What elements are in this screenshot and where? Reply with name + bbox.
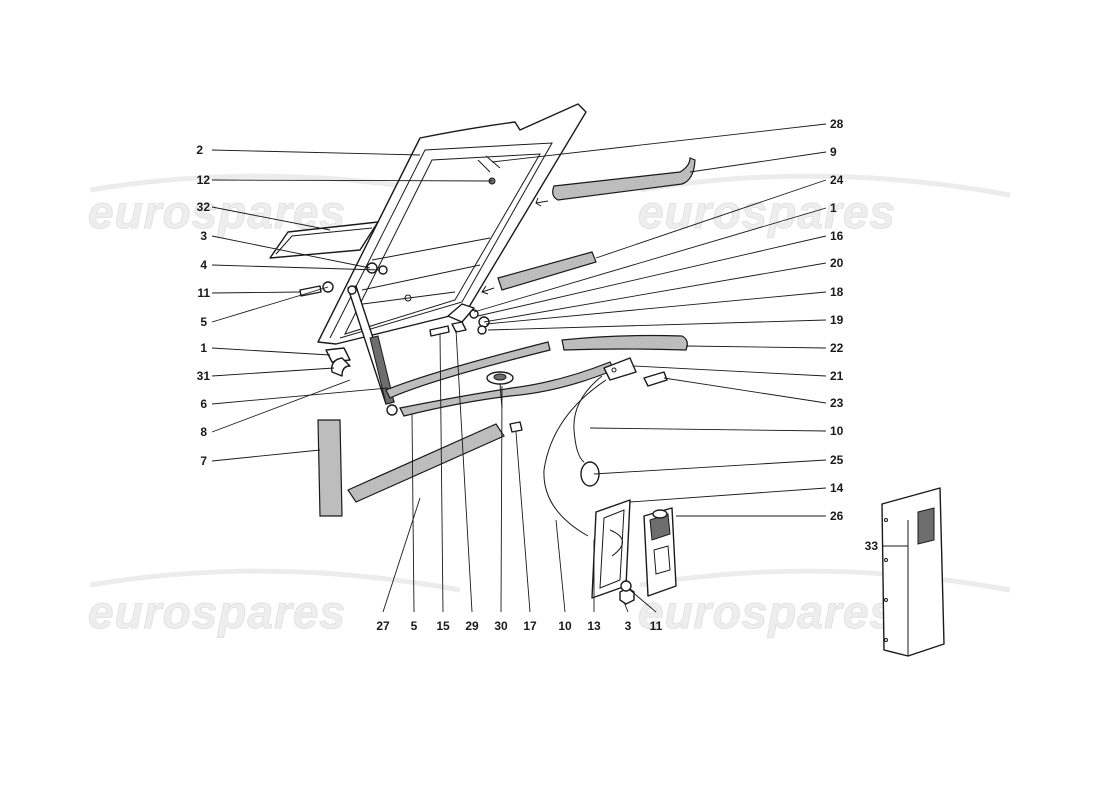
seal-strip-upper xyxy=(535,157,696,207)
leader-lines xyxy=(211,123,908,613)
watermark-bottom-left: eurospares xyxy=(88,568,461,639)
watermark-text: eurospares xyxy=(638,586,896,638)
callout-label: 11 xyxy=(197,286,210,300)
callout-label: 18 xyxy=(830,285,844,299)
side-panel xyxy=(881,487,945,657)
callout-label: 2 xyxy=(196,143,203,157)
callout-label: 12 xyxy=(197,173,211,187)
callout-label: 5 xyxy=(411,619,418,633)
watermark-text: eurospares xyxy=(88,586,346,638)
callout-label: 27 xyxy=(376,619,390,633)
callout-label: 7 xyxy=(200,454,207,468)
front-seal-curves xyxy=(385,334,688,417)
latch-hook xyxy=(603,357,668,387)
callout-label: 28 xyxy=(830,117,844,131)
watermark-text: eurospares xyxy=(88,186,346,238)
hinge-washers xyxy=(366,262,388,275)
callout-label: 15 xyxy=(436,619,450,633)
watermark-bottom-right: eurospares xyxy=(638,568,1011,639)
callout-label: 31 xyxy=(197,369,211,383)
watermark-top-left: eurospares xyxy=(88,173,461,239)
callout-label: 17 xyxy=(523,619,537,633)
callout-label: 33 xyxy=(865,539,879,553)
callout-label: 5 xyxy=(200,315,207,329)
hinge-bracket-left xyxy=(325,347,351,377)
seal-strip-middle xyxy=(481,251,597,295)
callout-label: 14 xyxy=(830,481,844,495)
callout-label: 21 xyxy=(830,369,844,383)
callout-label: 4 xyxy=(200,258,207,272)
release-handle xyxy=(643,507,677,597)
callout-label: 9 xyxy=(830,145,837,159)
nut-washer-lower xyxy=(619,580,635,605)
callout-label: 16 xyxy=(830,229,844,243)
callout-label: 3 xyxy=(625,619,632,633)
callout-label: 1 xyxy=(830,201,837,215)
callout-labels-right: 28 9 24 1 16 20 18 19 22 21 23 10 25 14 … xyxy=(830,117,878,553)
callout-label: 24 xyxy=(830,173,844,187)
side-rail xyxy=(269,221,379,259)
release-cable xyxy=(543,375,607,537)
callout-label: 22 xyxy=(830,341,844,355)
callout-label: 26 xyxy=(830,509,844,523)
callout-labels-left: 2 12 32 3 4 11 5 1 31 6 8 7 xyxy=(196,143,210,468)
callout-labels-bottom: 27 5 15 29 30 17 10 13 3 11 xyxy=(376,619,662,633)
callout-label: 1 xyxy=(200,341,207,355)
callout-label: 20 xyxy=(830,256,844,270)
watermark-top-right: eurospares xyxy=(638,173,1011,239)
callout-label: 29 xyxy=(465,619,479,633)
callout-label: 32 xyxy=(197,200,211,214)
callout-label: 23 xyxy=(830,396,844,410)
gas-strut xyxy=(347,285,398,416)
callout-label: 10 xyxy=(558,619,572,633)
bolt-lower xyxy=(429,321,467,337)
callout-label: 25 xyxy=(830,453,844,467)
foam-pad-horizontal xyxy=(347,423,505,503)
callout-label: 8 xyxy=(200,425,207,439)
release-knob xyxy=(486,371,523,433)
foam-pad-vertical xyxy=(317,419,343,517)
callout-label: 11 xyxy=(650,619,663,633)
callout-label: 3 xyxy=(200,229,207,243)
callout-label: 30 xyxy=(494,619,508,633)
callout-label: 13 xyxy=(587,619,601,633)
watermark-text: eurospares xyxy=(638,186,896,238)
callout-label: 6 xyxy=(200,397,207,411)
callout-label: 19 xyxy=(830,313,844,327)
callout-label: 10 xyxy=(830,424,844,438)
